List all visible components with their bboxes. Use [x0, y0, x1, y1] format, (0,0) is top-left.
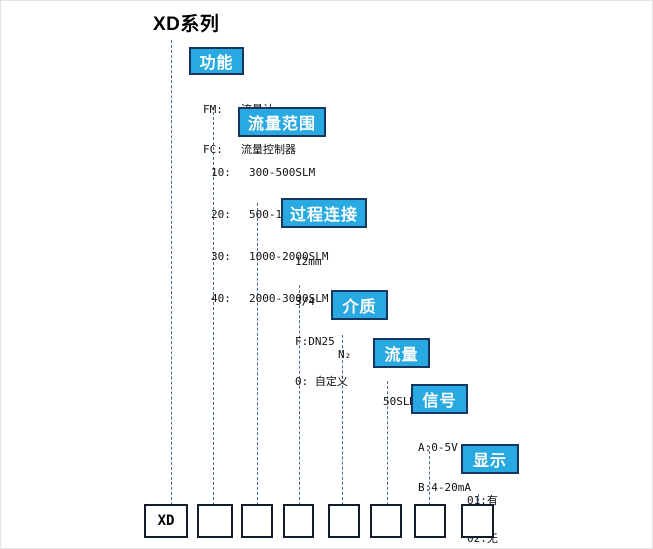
option-row: 50SLM [383, 394, 416, 408]
connector-line-process-connection [299, 285, 300, 505]
category-box-flow: 流量 [373, 338, 430, 368]
category-box-signal: 信号 [411, 384, 468, 414]
model-code-label: XD [157, 513, 175, 529]
category-box-flow-range: 流量范围 [238, 107, 326, 137]
option-code: 3/4 [295, 294, 315, 308]
option-code: 30: [211, 249, 231, 263]
code-box-model: XD [144, 504, 188, 538]
connector-line-signal [429, 446, 430, 505]
category-box-display: 显示 [461, 444, 519, 474]
series-title: XD系列 [153, 14, 220, 35]
option-row: B:4-20mA [418, 480, 471, 494]
option-code: 12mm [295, 254, 322, 268]
option-row: 01:有 [467, 494, 498, 507]
category-box-process-connection: 过程连接 [281, 198, 367, 228]
option-row: 10: 300-500SLM [211, 164, 328, 180]
option-code: FC: [203, 142, 223, 156]
option-row: 30: 1000-2000SLM [211, 248, 328, 264]
option-row: 40: 2000-3000SLM [211, 290, 328, 306]
option-desc: 300-500SLM [249, 165, 316, 179]
code-box-display [461, 504, 494, 538]
option-row: FC: 流量控制器 [203, 142, 296, 157]
option-code: N₂ [338, 347, 352, 361]
option-code: A:0-5V [418, 440, 458, 454]
option-row: N₂ [338, 347, 365, 361]
option-desc: 1000-2000SLM [249, 249, 329, 263]
category-box-function: 功能 [189, 47, 244, 75]
options-flow-range: 10:300-500SLM 20:500-1000SLM 30:1000-200… [211, 138, 328, 332]
option-code: 40: [211, 291, 231, 305]
options-signal: A:0-5V B:4-20mA [418, 414, 471, 520]
options-medium: N₂ [338, 321, 365, 387]
category-label: 介质 [342, 299, 377, 316]
code-box-function [197, 504, 233, 538]
option-code: B:4-20mA [418, 480, 471, 494]
code-box-flow-range [241, 504, 273, 538]
option-code: 10: [211, 165, 231, 179]
category-label: 流量范围 [247, 116, 316, 133]
code-box-flow [370, 504, 402, 538]
category-box-medium: 介质 [331, 290, 388, 320]
option-code: FM: [203, 102, 223, 116]
option-desc: 流量控制器 [241, 143, 296, 156]
code-box-signal [414, 504, 446, 538]
option-code: 50SLM [383, 394, 417, 408]
option-code: 0: 自定义 [295, 375, 348, 388]
category-label: 过程连接 [289, 207, 358, 224]
connector-line-flow [387, 381, 388, 505]
category-label: 流量 [384, 347, 419, 364]
option-row: A:0-5V [418, 440, 471, 454]
option-code: 01:有 [467, 494, 498, 507]
option-row: 3/4 [295, 294, 348, 308]
category-label: 信号 [422, 393, 457, 410]
option-code: F:DN25 [295, 334, 335, 348]
option-desc: 2000-3000SLM [249, 291, 329, 305]
code-box-process-connection [283, 504, 314, 538]
connector-line-flow-range [257, 203, 258, 505]
code-box-medium [328, 504, 360, 538]
category-label: 显示 [472, 453, 507, 470]
options-flow: 50SLM [383, 368, 416, 434]
connector-line-series [171, 40, 172, 505]
option-row: 12mm [295, 254, 348, 268]
options-process-connection: 12mm 3/4 F:DN25 0: 自定义 [295, 228, 348, 414]
connector-line-display [478, 494, 479, 505]
connector-line-medium [342, 335, 343, 505]
option-row: F:DN25 [295, 334, 348, 348]
connector-line-function [213, 107, 214, 505]
option-code: 20: [211, 207, 231, 221]
option-row: 0: 自定义 [295, 374, 348, 388]
category-label: 功能 [199, 55, 234, 72]
